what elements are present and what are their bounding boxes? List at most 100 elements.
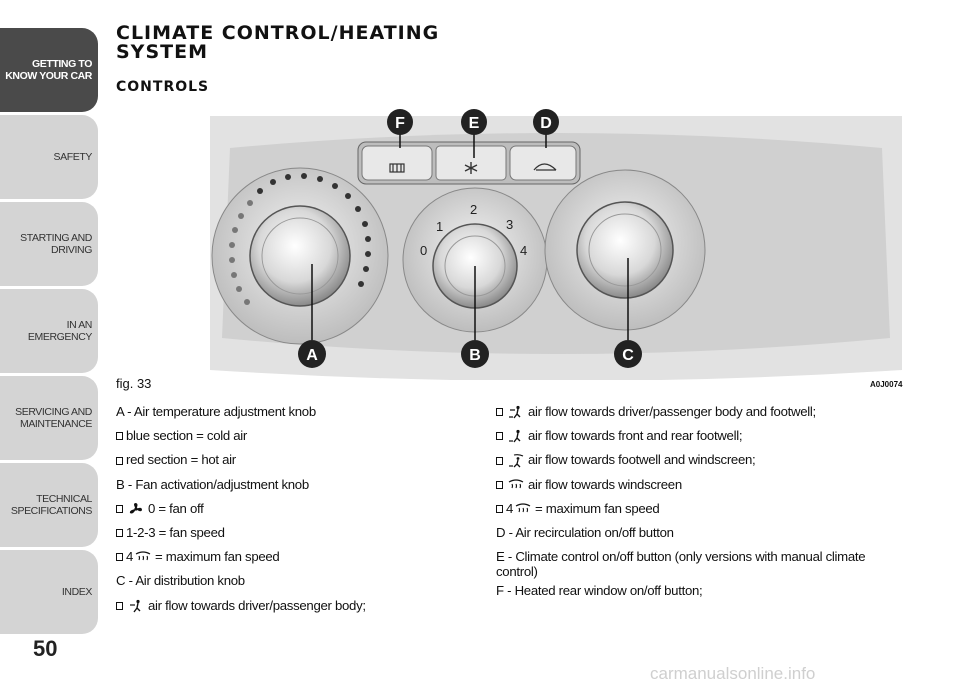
tab-label: TECHNICAL — [36, 493, 92, 505]
list-item-text: air flow towards windscreen — [528, 476, 682, 492]
watermark: carmanualsonline.info — [650, 664, 816, 683]
tab-label: SAFETY — [53, 151, 93, 163]
recirculation-icon — [533, 163, 557, 171]
item-b-title: B - Fan activation/adjustment knob — [116, 476, 309, 492]
list-item-text: 0 = fan off — [148, 500, 204, 516]
list-item: air flow towards front and rear footwell… — [496, 424, 906, 448]
callout-f: F — [395, 115, 405, 132]
knob-a — [249, 205, 351, 307]
fan-scale-1: 1 — [436, 219, 443, 234]
callout-d-badge — [533, 109, 559, 135]
right-column: air flow towards driver/passenger body a… — [496, 400, 906, 603]
list-item: 0 = fan off — [116, 497, 476, 521]
callout-d: D — [540, 115, 552, 132]
fan-scale-3: 3 — [506, 217, 513, 232]
tab-getting-to-know[interactable]: GETTING TO KNOW YOUR CAR — [0, 28, 98, 112]
list-item-text: air flow towards footwell and windscreen… — [528, 452, 756, 468]
button-d — [509, 145, 577, 181]
item-f-title: F - Heated rear window on/off button; — [496, 583, 703, 599]
figure-caption: fig. 33 — [116, 376, 152, 391]
callout-f-badge — [387, 109, 413, 135]
item-a-title: A - Air temperature adjustment knob — [116, 404, 316, 419]
climate-control-figure: 1 2 3 0 4 F E D A B C — [210, 109, 902, 380]
checkbox-bullet-icon — [116, 553, 123, 562]
windscreen-defrost-icon — [515, 503, 531, 513]
checkbox-bullet-icon — [496, 432, 503, 441]
item-d-title: D - Air recirculation on/off button — [496, 525, 674, 541]
knob-c-rim — [588, 213, 662, 287]
fan-scale-4: 4 — [520, 243, 527, 258]
button-f — [361, 145, 433, 181]
list-item-text: air flow towards front and rear footwell… — [528, 428, 743, 444]
callout-a-badge — [298, 340, 326, 368]
fan-scale-0: 0 — [420, 243, 427, 258]
callout-e-badge — [461, 109, 487, 135]
checkbox-bullet-icon — [496, 408, 503, 417]
tab-label: DRIVING — [51, 244, 92, 256]
airflow-body-icon — [130, 599, 141, 613]
tab-label: SPECIFICATIONS — [10, 505, 93, 517]
list-item: air flow towards driver/passenger body; — [116, 594, 476, 618]
item-e-title: E - Climate control on/off button (only … — [496, 549, 866, 580]
list-item-text: 4 — [506, 500, 514, 516]
tab-technical[interactable]: TECHNICAL SPECIFICATIONS — [0, 463, 98, 547]
checkbox-bullet-icon — [496, 504, 503, 513]
callout-b: B — [469, 347, 481, 364]
checkbox-bullet-icon — [116, 432, 123, 441]
list-item-text: = maximum fan speed — [155, 549, 280, 565]
tab-label: GETTING TO — [32, 58, 92, 70]
list-item: 1-2-3 = fan speed — [116, 521, 476, 545]
checkbox-bullet-icon — [116, 601, 123, 610]
list-item: red section = hot air — [116, 448, 476, 472]
item-c-title: C - Air distribution knob — [116, 573, 245, 589]
callout-c-badge — [614, 340, 642, 368]
page-title: CLIMATE CONTROL/HEATING SYSTEM — [116, 24, 439, 62]
left-column: A - Air temperature adjustment knob blue… — [116, 400, 476, 618]
checkbox-bullet-icon — [496, 480, 503, 489]
tab-emergency[interactable]: IN AN EMERGENCY — [0, 289, 98, 373]
airflow-foot-windscreen-icon — [509, 453, 524, 467]
tab-label: STARTING AND — [20, 232, 92, 244]
list-item-text: air flow towards driver/passenger body a… — [528, 404, 816, 419]
list-item: blue section = cold air — [116, 424, 476, 448]
tab-safety[interactable]: SAFETY — [0, 115, 98, 199]
list-item: 4 = maximum fan speed — [496, 497, 906, 521]
callout-a: A — [306, 347, 318, 364]
list-item: air flow towards driver/passenger body a… — [496, 400, 906, 424]
tab-index[interactable]: INDEX — [0, 550, 98, 634]
tab-starting-driving[interactable]: STARTING AND DRIVING — [0, 202, 98, 286]
checkbox-bullet-icon — [116, 504, 123, 513]
checkbox-bullet-icon — [116, 529, 123, 538]
tab-servicing[interactable]: SERVICING AND MAINTENANCE — [0, 376, 98, 460]
tab-label: KNOW YOUR CAR — [5, 70, 92, 82]
tab-label: IN AN EMERGENCY — [27, 319, 92, 343]
windscreen-defrost-icon — [135, 551, 151, 561]
callout-c: C — [622, 347, 634, 364]
knob-c — [576, 201, 674, 299]
page-title-line: SYSTEM — [116, 41, 208, 63]
temperature-scale — [229, 173, 371, 305]
section-subtitle: CONTROLS — [116, 79, 210, 95]
list-item: 4 = maximum fan speed — [116, 545, 476, 569]
airflow-foot-icon — [509, 430, 521, 443]
list-item-text: = maximum fan speed — [535, 500, 660, 516]
list-item-text: air flow towards driver/passenger body; — [148, 597, 366, 613]
figure-code: A0J0074 — [870, 380, 903, 389]
list-item: air flow towards footwell and windscreen… — [496, 448, 906, 472]
fan-scale-2: 2 — [470, 202, 477, 217]
rear-window-icon — [389, 163, 405, 173]
tab-label: INDEX — [61, 586, 92, 598]
callout-e: E — [469, 115, 480, 132]
checkbox-bullet-icon — [116, 456, 123, 465]
list-item: air flow towards windscreen — [496, 473, 906, 497]
tab-label: MAINTENANCE — [19, 418, 92, 430]
callout-b-badge — [461, 340, 489, 368]
checkbox-bullet-icon — [496, 456, 503, 465]
tab-label: SERVICING AND — [15, 406, 92, 418]
list-item-text: 4 — [126, 549, 134, 565]
fan-icon — [129, 502, 142, 514]
airflow-body-foot-icon — [509, 405, 521, 419]
page-title-line: CLIMATE CONTROL/HEATING — [116, 22, 440, 44]
windscreen-defrost-icon — [508, 479, 524, 488]
knob-a-rim — [261, 217, 339, 295]
